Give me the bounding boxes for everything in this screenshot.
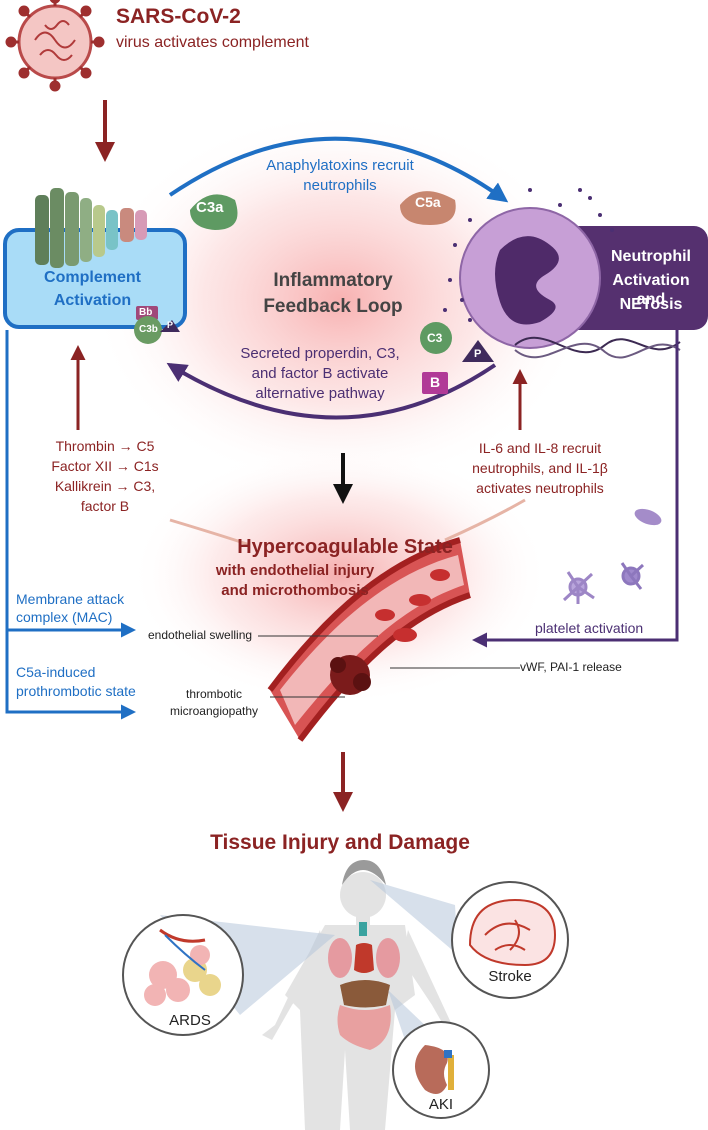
- il-link-arc: [444, 498, 526, 542]
- il-text-line3: activates neutrophils: [476, 480, 604, 496]
- loop-title-line2: Feedback Loop: [263, 296, 403, 317]
- alternative-text-line3: alternative pathway: [255, 385, 385, 402]
- stroke-label: Stroke: [488, 968, 532, 985]
- hypercoag-subtitle-line1: with endothelial injury: [215, 562, 375, 579]
- anaphylatoxin-text-line2: neutrophils: [303, 177, 377, 194]
- anaphylatoxin-arrow: [168, 136, 509, 203]
- c5a-text-line2: prothrombotic state: [16, 683, 136, 699]
- neutrophil-label-line1: Neutrophil: [611, 248, 691, 265]
- neutrophil-icon: [443, 188, 708, 359]
- virus-title: SARS-CoV-2: [116, 5, 241, 28]
- platelet-path-arrow: [472, 330, 679, 648]
- il-text-line2: neutrophils, and IL-1β: [472, 460, 608, 476]
- loop-title-line1: Inflammatory: [273, 270, 393, 291]
- alternative-text-line2: and factor B activate: [251, 365, 389, 382]
- stroke-callout: [370, 880, 458, 955]
- vwf-label: vWF, PAI-1 release: [520, 660, 622, 674]
- virus-subtitle: virus activates complement: [116, 34, 309, 51]
- complement-chips: [134, 306, 180, 344]
- tma-label-line2: microangiopathy: [169, 704, 259, 718]
- c3-chip-label: C3: [427, 331, 443, 345]
- c3a-chip-label: C3a: [196, 199, 224, 216]
- b-chip-label: B: [430, 374, 441, 390]
- swelling-label: endothelial swelling: [148, 628, 253, 642]
- aki-label: AKI: [428, 1096, 454, 1113]
- alternative-pathway-arrow: [166, 362, 497, 420]
- p-chip-label: P: [167, 320, 174, 330]
- neutrophil-label-line2: Activation and: [612, 272, 690, 309]
- tissue-title: Tissue Injury and Damage: [210, 831, 470, 854]
- complement-activation-box: [3, 188, 187, 329]
- c5a-path-arrow: [5, 330, 136, 720]
- human-body-icon: [262, 860, 462, 1130]
- loop-chips: [190, 191, 494, 394]
- coag-text-line2: Factor XII → C1s: [51, 458, 159, 474]
- hypercoag-title: Hypercoagulable State: [237, 536, 453, 558]
- virus-icon: [5, 0, 105, 92]
- coag-text-line4: factor B: [80, 498, 130, 514]
- mac-text-line1: Membrane attack: [16, 591, 125, 607]
- hypercoagulable-glow: [130, 445, 550, 705]
- anaphylatoxin-text-line1: Anaphylatoxins recruit: [266, 157, 414, 174]
- neutrophil-label-line3: NETosis: [619, 296, 683, 313]
- aki-kidney-icon: [392, 1021, 490, 1119]
- coag-link-arc: [169, 518, 251, 547]
- complement-label-line2: Activation: [53, 292, 132, 309]
- c5a-text-line1: C5a-induced: [16, 664, 96, 680]
- c3b-chip-label: C3b: [139, 324, 158, 335]
- platelet-label: platelet activation: [535, 620, 644, 636]
- mac-text-line2: complex (MAC): [16, 609, 113, 625]
- ards-label: ARDS: [169, 1012, 211, 1029]
- blood-vessel-icon: [267, 537, 471, 742]
- tma-label-line1: thrombotic: [185, 687, 243, 701]
- hypercoag-subtitle-line2: and microthombosis: [221, 582, 369, 599]
- p-loop-chip-label: P: [474, 348, 482, 360]
- coag-text-line3: Kallikrein → C3,: [54, 478, 156, 494]
- c5a-chip-label: C5a: [415, 194, 441, 210]
- il-text-line1: IL-6 and IL-8 recruit: [478, 440, 602, 456]
- complement-label-line1: Complement: [44, 269, 141, 286]
- platelet-icons: [562, 508, 662, 604]
- alternative-text-line1: Secreted properdin, C3,: [240, 345, 400, 362]
- coag-text-line1: Thrombin → C5: [55, 438, 155, 454]
- ards-lung-icon: [122, 914, 244, 1036]
- bb-chip-label: Bb: [139, 307, 153, 318]
- stroke-brain-icon: [451, 881, 569, 999]
